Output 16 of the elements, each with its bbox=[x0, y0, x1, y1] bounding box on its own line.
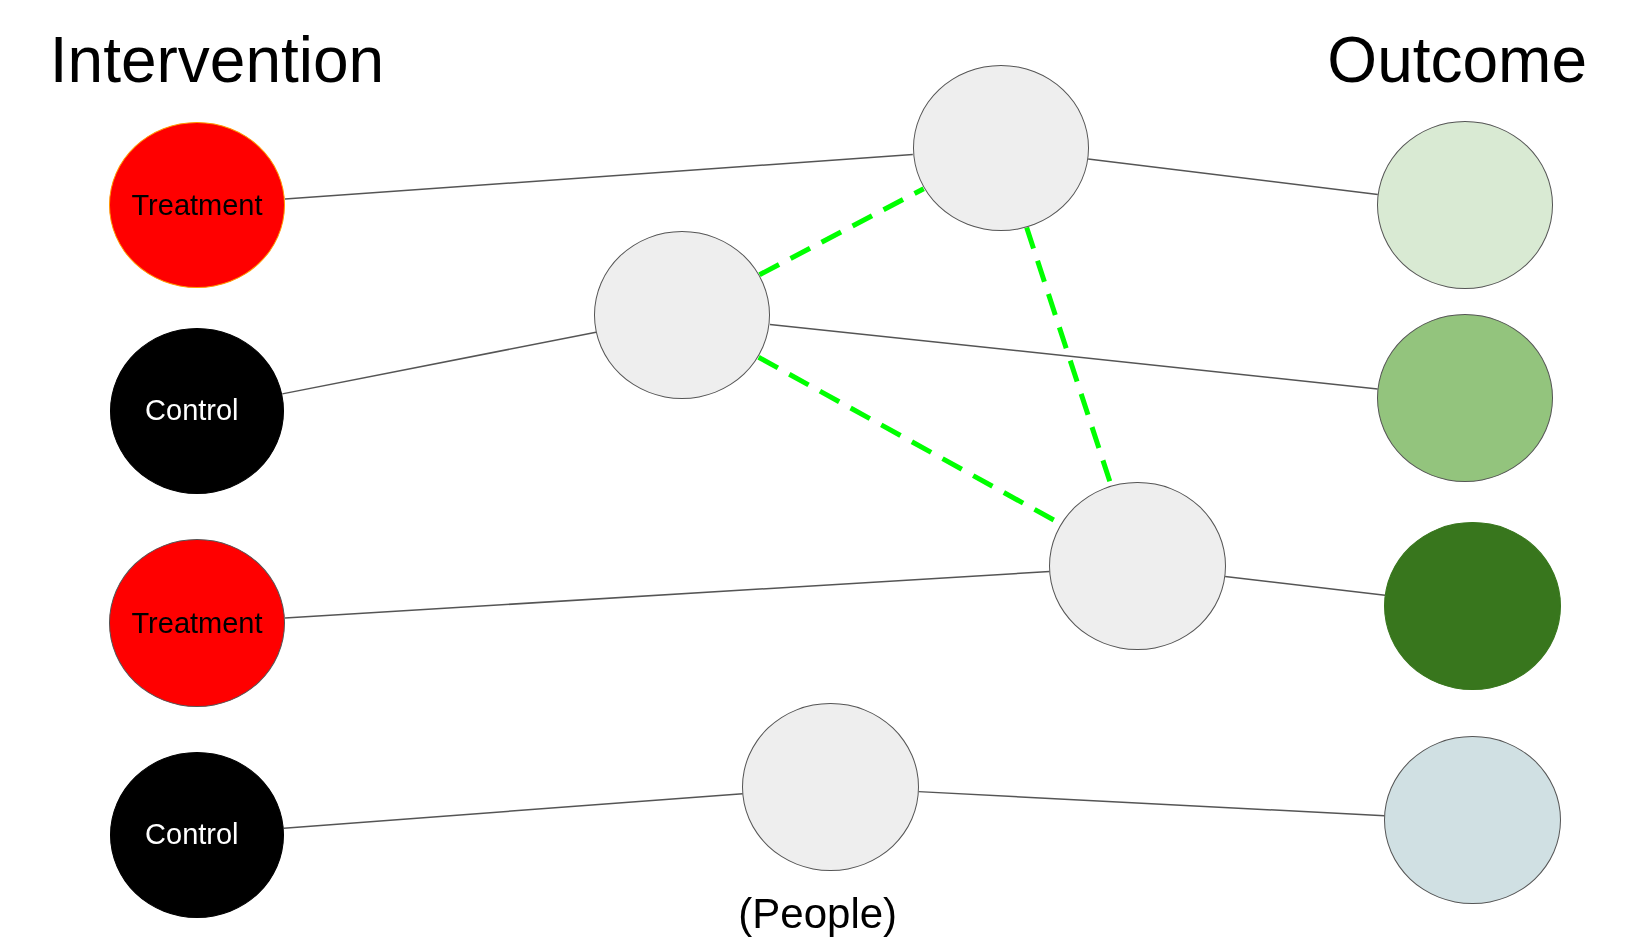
connector-line bbox=[769, 323, 1379, 390]
dashed-connector bbox=[758, 186, 925, 277]
connector-line bbox=[917, 790, 1386, 817]
connector-line bbox=[1224, 575, 1386, 597]
node-label: Treatment bbox=[131, 606, 263, 640]
axis-caption: (People) bbox=[738, 889, 898, 938]
connector-line bbox=[283, 792, 744, 829]
node-label: Treatment bbox=[131, 188, 263, 222]
connector-line bbox=[284, 153, 914, 200]
heading: Intervention bbox=[49, 22, 385, 97]
connector-line bbox=[284, 570, 1051, 619]
node-label: Control bbox=[145, 394, 239, 428]
node-label: Control bbox=[145, 818, 239, 852]
heading: Outcome bbox=[1327, 22, 1587, 97]
connector-line bbox=[1087, 158, 1379, 196]
connector-line bbox=[281, 331, 597, 395]
